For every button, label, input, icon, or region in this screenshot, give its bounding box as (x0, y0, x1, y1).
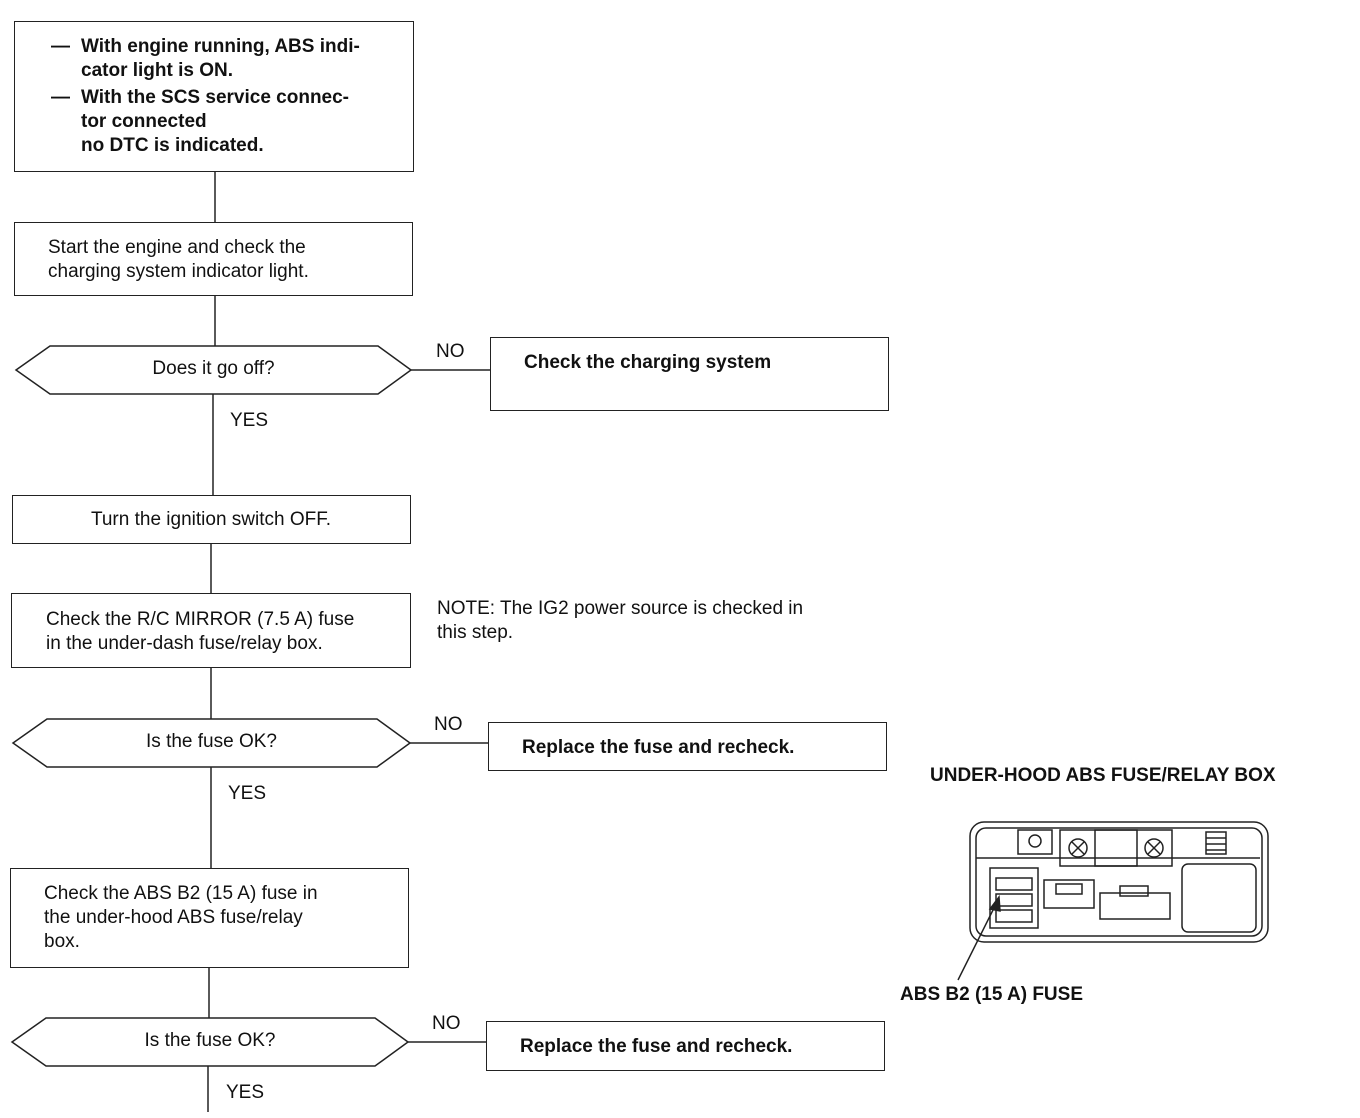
figure-callout-label: ABS B2 (15 A) FUSE (900, 984, 1083, 1005)
decision-goes-off: Does it go off? (152, 358, 275, 379)
symptom-box: — With engine running, ABS indi- cator l… (14, 21, 414, 172)
fuse-relay-box-illustration (969, 821, 1269, 943)
step-ignition-off: Turn the ignition switch OFF. (12, 495, 411, 544)
action-check-charging-text: Check the charging system (524, 352, 772, 373)
symptom-dash-2: — (51, 87, 70, 108)
action-replace-fuse-2-text: Replace the fuse and recheck. (520, 1036, 793, 1057)
step-check-abs-b2: Check the ABS B2 (15 A) fuse in the unde… (10, 868, 409, 968)
step-check-abs-b2-text: Check the ABS B2 (15 A) fuse in the unde… (44, 883, 318, 952)
no-label-3: NO (432, 1013, 461, 1034)
note-text: NOTE: The IG2 power source is checked in… (437, 598, 804, 643)
action-check-charging: Check the charging system (490, 337, 889, 411)
symptom-dash-1: — (51, 36, 70, 57)
yes-label-1: YES (230, 410, 269, 431)
decision-fuse-ok-2: Is the fuse OK? (144, 1030, 276, 1051)
step-start-engine: Start the engine and check the charging … (14, 222, 413, 296)
decision-shape-3 (10, 1017, 410, 1067)
action-replace-fuse-1-text: Replace the fuse and recheck. (522, 737, 795, 758)
decision-fuse-ok-1: Is the fuse OK? (146, 731, 277, 752)
decision-shape-1 (14, 345, 413, 395)
figure-title: UNDER-HOOD ABS FUSE/RELAY BOX (930, 765, 1276, 786)
action-replace-fuse-1: Replace the fuse and recheck. (488, 722, 887, 771)
symptom-line-1: With engine running, ABS indi- cator lig… (81, 36, 360, 81)
no-label-2: NO (434, 714, 463, 735)
step-check-rc-mirror-text: Check the R/C MIRROR (7.5 A) fuse in the… (46, 609, 355, 654)
step-check-rc-mirror: Check the R/C MIRROR (7.5 A) fuse in the… (11, 593, 411, 668)
step-ignition-off-text: Turn the ignition switch OFF. (90, 509, 332, 530)
step-start-engine-text: Start the engine and check the charging … (48, 237, 309, 282)
decision-shape-2 (11, 718, 412, 768)
action-replace-fuse-2: Replace the fuse and recheck. (486, 1021, 885, 1071)
symptom-line-2: With the SCS service connec- tor connect… (81, 87, 350, 156)
no-label-1: NO (436, 341, 465, 362)
yes-label-2: YES (228, 783, 267, 804)
yes-label-3: YES (226, 1082, 265, 1103)
